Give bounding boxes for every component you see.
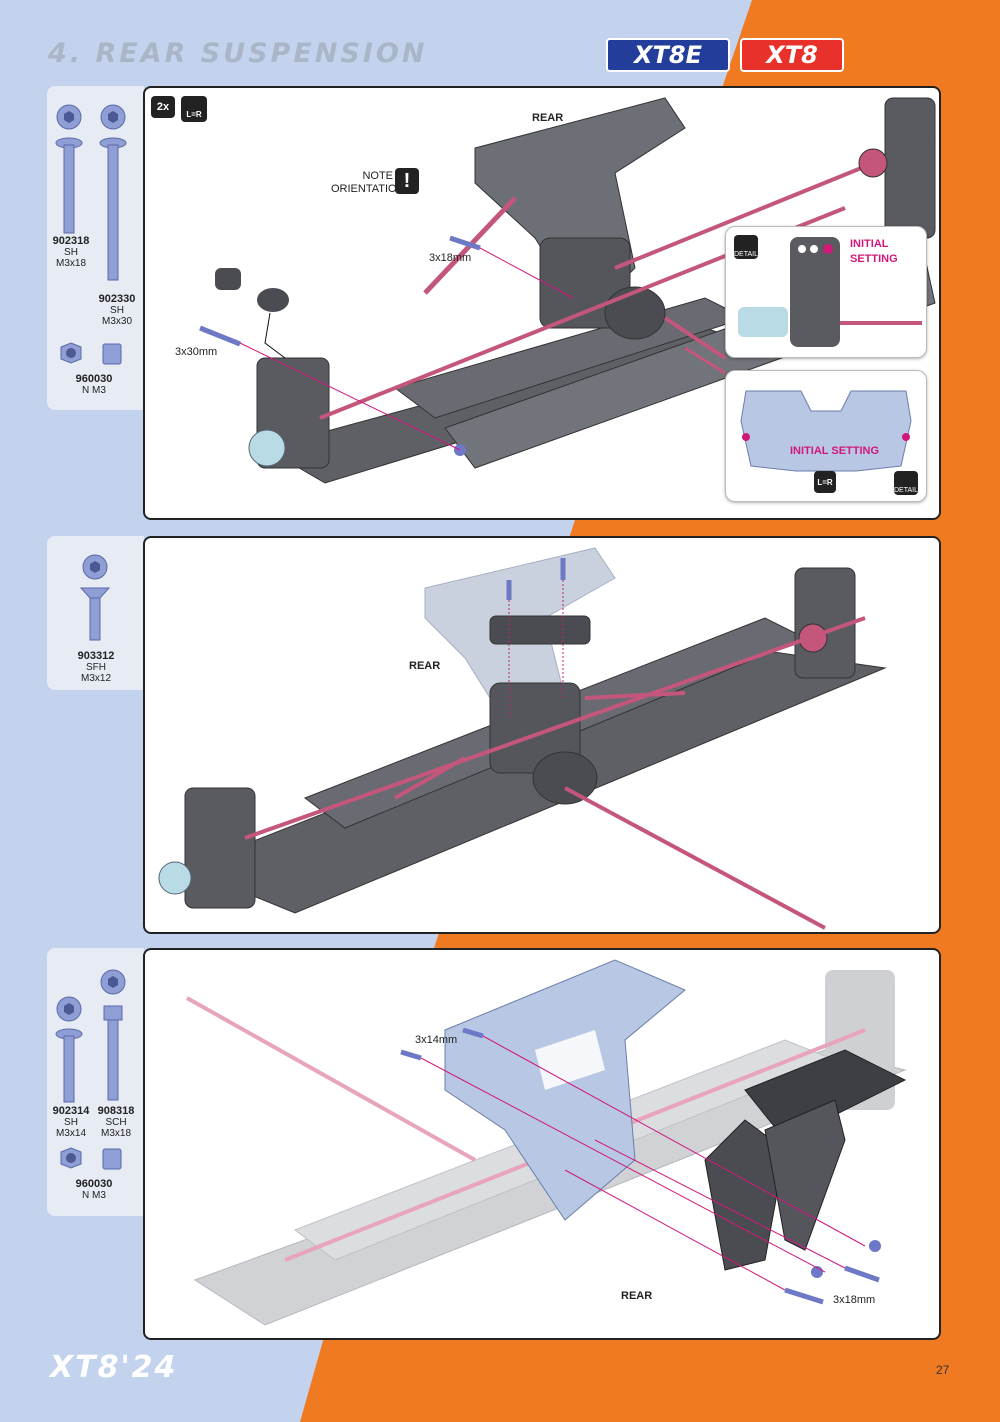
xt8-badge: XT8 — [740, 38, 844, 72]
screw-size-label: 3x18mm — [429, 252, 472, 264]
detail-box-shock-tower: INITIAL SETTING L=R DETAIL — [725, 370, 927, 502]
nut-icon — [60, 342, 122, 365]
button-head-screw-icon — [55, 104, 83, 234]
page-number: 27 — [936, 1363, 950, 1377]
detail-magnifier-icon: DETAIL — [894, 471, 918, 495]
step1-parts-drawings — [55, 104, 127, 365]
step3-drawing — [186, 959, 907, 1326]
countersunk-screw-icon — [79, 554, 111, 641]
step2-drawing — [158, 547, 887, 930]
detail-magnifier-icon: DETAIL — [734, 235, 758, 259]
step3-parts-drawings — [55, 969, 126, 1170]
quantity-badge: 2x — [151, 96, 175, 118]
page-title: 4. REAR SUSPENSION — [48, 38, 428, 69]
left-right-icon: L=R — [814, 471, 836, 493]
left-right-icon: L=R — [181, 96, 207, 122]
step2-panel: REAR — [143, 536, 941, 934]
warning-icon: ! — [395, 168, 419, 194]
brand-logo: XT8'24 — [50, 1350, 178, 1385]
initial-setting-label: INITIAL SETTING — [790, 445, 880, 457]
rear-label: REAR — [532, 112, 564, 124]
button-head-screw-icon — [55, 996, 83, 1103]
xt8e-badge: XT8E — [606, 38, 730, 72]
rear-label: REAR — [409, 660, 441, 672]
button-head-screw-icon — [99, 104, 127, 281]
nut-icon — [60, 1147, 122, 1170]
step3-panel: 3x14mm 3x18mm REAR — [143, 948, 941, 1340]
screw-size-label: 3x30mm — [175, 346, 218, 358]
screw-size-label: 3x14mm — [415, 1034, 458, 1046]
socket-cap-screw-icon — [100, 969, 126, 1101]
rear-label: REAR — [621, 1290, 653, 1302]
screw-size-label: 3x18mm — [833, 1294, 876, 1306]
step2-parts-drawings — [79, 554, 111, 641]
